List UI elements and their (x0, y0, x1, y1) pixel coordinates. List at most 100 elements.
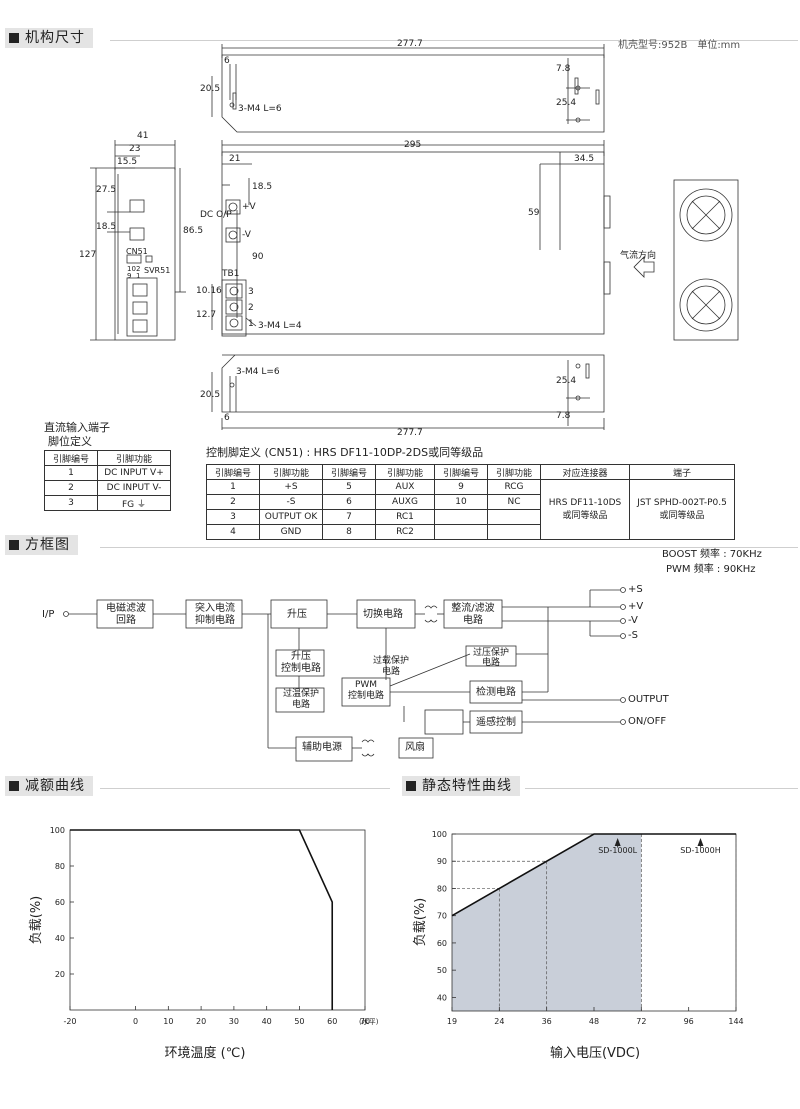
block-aux: 辅助电源 (302, 742, 342, 753)
dim-bot-25-4: 25.4 (556, 376, 577, 386)
annotation-arrow (697, 838, 704, 846)
dim-side-34-5: 34.5 (574, 154, 595, 164)
dim-front-27-5: 27.5 (96, 185, 117, 195)
dim-bot-screw: 3-M4 L=6 (236, 367, 280, 377)
block-rect: 整流/滤波电路 (451, 603, 495, 626)
case-info: 机壳型号:952B 单位:mm (618, 40, 741, 51)
x-tick-label: 96 (684, 1017, 694, 1026)
y-tick-label: 70 (437, 912, 447, 921)
label-pin9: 9 (127, 272, 132, 280)
block-out-s-plus: +S (628, 584, 643, 595)
block-output: OUTPUT (628, 694, 669, 705)
y-tick-label: 80 (55, 862, 65, 871)
freq-boost: BOOST 频率 : 70KHz (662, 549, 762, 560)
label-dc-op: DC O/P (200, 210, 232, 220)
dim-top-25-4: 25.4 (556, 98, 577, 108)
block-diagram (63, 587, 626, 762)
dim-side-screw: 3-M4 L=4 (258, 321, 302, 331)
x-tick-label: 20 (196, 1017, 206, 1026)
label-svr51: SVR51 (144, 266, 171, 275)
label-tb1: TB1 (222, 269, 240, 279)
y-tick-label: 100 (50, 826, 65, 835)
x-axis-title: 输入电压(VDC) (550, 1045, 640, 1061)
x-tick-label: 0 (133, 1017, 138, 1026)
dim-top-length: 277.7 (397, 39, 423, 49)
y-axis-title: 负载(%) (29, 896, 44, 945)
dim-front-41: 41 (137, 131, 149, 141)
block-boost: 升压 (287, 609, 307, 620)
label-minus-v: -V (242, 230, 251, 240)
label-tb-2: 2 (248, 303, 254, 313)
y-axis-title: 负载(%) (413, 898, 428, 947)
dim-bot-20-5: 20.5 (200, 390, 221, 400)
dim-side-18-5: 18.5 (252, 182, 273, 192)
dim-side-10-16: 10.16 (196, 286, 222, 296)
section-title-mech: 机构尺寸 (5, 28, 93, 48)
block-otp: 过温保护电路 (282, 689, 319, 710)
annotation-arrow (614, 838, 621, 846)
freq-pwm: PWM 频率 : 90KHz (666, 564, 756, 575)
dim-side-90: 90 (252, 252, 264, 262)
annotation-sd-1000h: SD-1000H (680, 846, 721, 855)
label-cn51: CN51 (126, 247, 148, 256)
y-tick-label: 60 (437, 939, 447, 948)
label-pin2: 2 (136, 265, 141, 273)
x-tick-label: 60 (327, 1017, 337, 1026)
dim-bot-length: 277.7 (397, 428, 423, 438)
y-tick-label: 90 (437, 857, 447, 866)
x-axis-title: 环境温度 (℃) (165, 1045, 246, 1061)
label-airflow: 气流方向 (620, 251, 657, 261)
x-tick-label: 24 (494, 1017, 504, 1026)
block-detect: 检测电路 (476, 687, 516, 698)
section-title-static: 静态特性曲线 (402, 776, 520, 796)
label-tb-1: 1 (248, 319, 254, 329)
x-tick-label: 36 (542, 1017, 552, 1026)
block-inrush: 突入电流抑制电路 (195, 603, 235, 626)
y-tick-label: 20 (55, 970, 65, 979)
block-boost-ctrl: 升压控制电路 (281, 651, 321, 674)
label-pin1: 1 (136, 272, 141, 280)
x-tick-label: 10 (163, 1017, 173, 1026)
dc-input-title-1: 直流输入端子 (44, 421, 110, 434)
x-tick-label: 40 (262, 1017, 272, 1026)
x-tick-label: 70 (360, 1017, 370, 1026)
label-tb-3: 3 (248, 287, 254, 297)
block-emi: 电磁滤波回路 (106, 603, 146, 626)
x-unit-label: (水平) (359, 1017, 379, 1026)
x-tick-label: 30 (229, 1017, 239, 1026)
x-tick-label: 19 (447, 1017, 457, 1026)
x-tick-label: 50 (294, 1017, 304, 1026)
cn51-title: 控制脚定义 (CN51) : HRS DF11-10DP-2DS或同等级品 (206, 446, 484, 459)
block-out-v-minus: -V (628, 615, 638, 626)
y-tick-label: 60 (55, 898, 65, 907)
y-tick-label: 40 (437, 993, 447, 1002)
dim-top-6: 6 (224, 56, 230, 66)
dc-input-title-2: 脚位定义 (48, 435, 92, 448)
block-onoff: ON/OFF (628, 716, 667, 727)
block-fan: 风扇 (405, 742, 425, 753)
dim-top-7-8: 7.8 (556, 64, 571, 74)
section-title-derating: 减额曲线 (5, 776, 93, 796)
x-tick-label: 48 (589, 1017, 599, 1026)
dim-front-86-5: 86.5 (183, 226, 204, 236)
block-switch: 切换电路 (363, 609, 403, 620)
x-tick-label: 144 (728, 1017, 743, 1026)
y-tick-label: 40 (55, 934, 65, 943)
dim-side-12-7: 12.7 (196, 310, 217, 320)
label-plus-v: +V (242, 202, 256, 212)
dim-side-295: 295 (404, 140, 422, 150)
y-tick-label: 80 (437, 884, 447, 893)
y-tick-label: 50 (437, 966, 447, 975)
dim-side-21: 21 (229, 154, 241, 164)
block-out-v-plus: +V (628, 601, 644, 612)
dim-front-18-5: 18.5 (96, 222, 117, 232)
block-ip-label: I/P (42, 609, 55, 620)
label-pin10: 10 (127, 265, 136, 273)
dim-front-127: 127 (79, 250, 97, 260)
